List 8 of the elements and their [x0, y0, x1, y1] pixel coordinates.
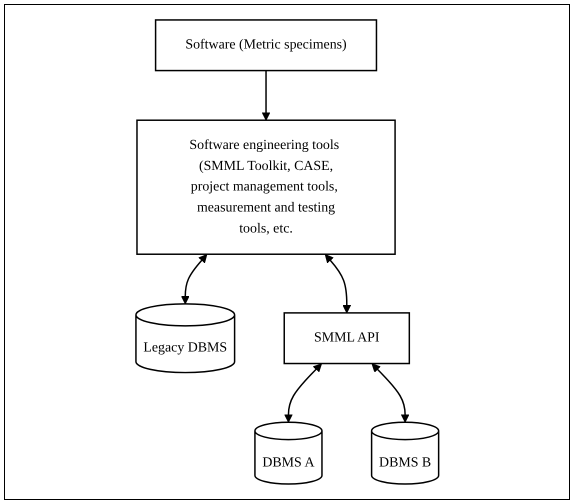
arrow — [371, 363, 410, 423]
node-box: Software (Metric specimens) — [154, 19, 377, 72]
arrow — [324, 254, 351, 314]
arrow — [261, 70, 270, 121]
arrow — [284, 363, 322, 423]
node-box: SMML API — [283, 312, 410, 364]
node-box: Software engineering tools (SMML Toolkit, CASE, project management tools, measurement and testing tools, etc. — [136, 119, 396, 255]
arrow — [180, 254, 207, 304]
